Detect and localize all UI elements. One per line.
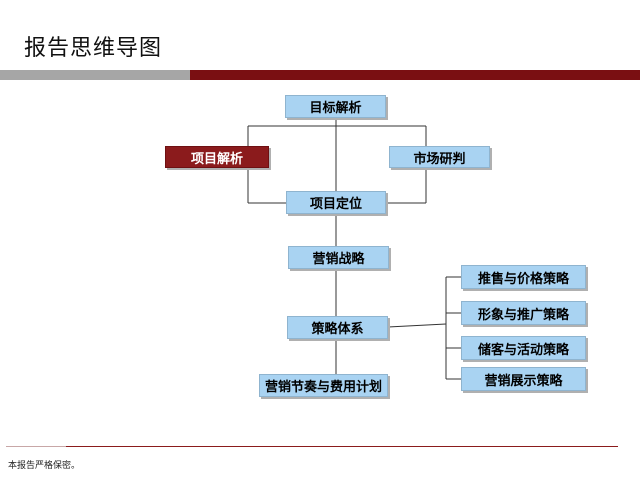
footer-divider bbox=[6, 446, 618, 447]
node-sales-pricing: 推售与价格策略 bbox=[461, 265, 586, 289]
node-project-analysis: 项目解析 bbox=[165, 146, 269, 168]
node-positioning: 项目定位 bbox=[286, 191, 386, 214]
page-title: 报告思维导图 bbox=[24, 36, 163, 61]
node-strategy-system: 策略体系 bbox=[287, 316, 388, 339]
node-display: 营销展示策略 bbox=[461, 367, 586, 391]
connector-line bbox=[387, 323, 447, 328]
title-bar-red bbox=[190, 70, 640, 80]
node-marketing-strategy: 营销战略 bbox=[288, 246, 389, 269]
node-customer-events: 储客与活动策略 bbox=[461, 336, 586, 360]
footer-note: 本报告严格保密。 bbox=[8, 461, 81, 471]
node-schedule-budget: 营销节奏与费用计划 bbox=[259, 374, 388, 397]
title-bar-gray bbox=[0, 70, 190, 80]
node-target: 目标解析 bbox=[285, 95, 386, 118]
node-image-promotion: 形象与推广策略 bbox=[461, 301, 586, 325]
node-market-research: 市场研判 bbox=[389, 146, 490, 168]
